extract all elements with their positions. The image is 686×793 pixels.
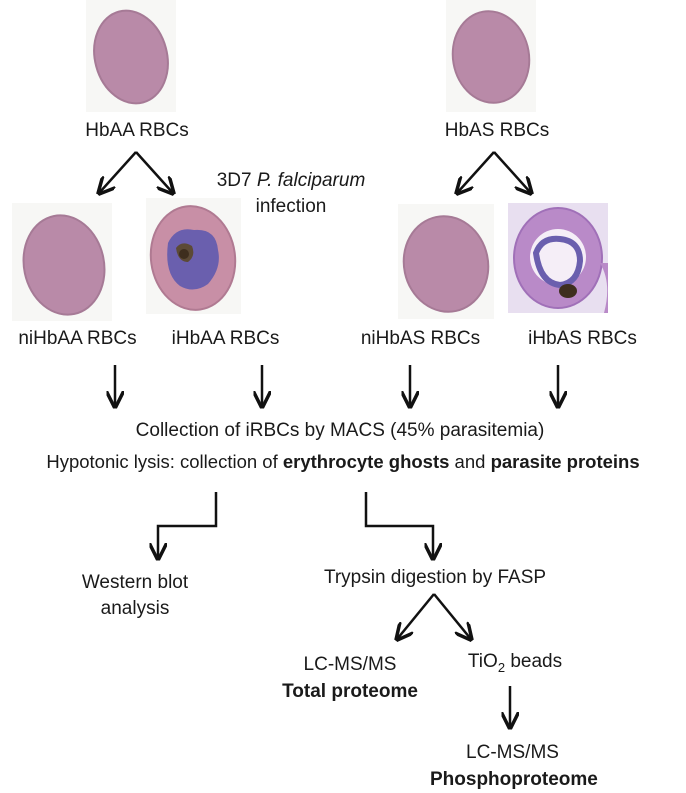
total-proteome-text: Total proteome: [282, 681, 418, 702]
infection-line2: infection: [255, 196, 327, 217]
ihbas-rbcs-label: iHbAS RBCs: [528, 328, 637, 349]
collection-line2: Hypotonic lysis: collection of erythrocy…: [0, 451, 686, 473]
phosphoproteome-text: Phosphoproteome: [430, 769, 598, 790]
phospho-lcms: LC-MS/MS: [466, 742, 559, 763]
arrow-trypsin-to-tio2: [433, 593, 470, 638]
collection-line1: Collection of iRBCs by MACS (45% parasit…: [135, 420, 545, 441]
ihbaa-rbc-image: [146, 198, 241, 314]
total-lcms: LC-MS/MS: [303, 654, 397, 675]
tio2-sub: 2: [497, 659, 506, 675]
western-line1: Western blot: [81, 572, 189, 593]
tio2-beads-label: TiO2 beads: [455, 651, 575, 679]
infection-prefix: 3D7: [216, 170, 257, 191]
ihbaa-rbcs-label: iHbAA RBCs: [171, 328, 280, 349]
arrow-hbas-to-ni: [458, 151, 495, 192]
nihbas-rbc-image: [398, 204, 494, 319]
arrow-hbaa-to-i: [135, 151, 172, 192]
hbas-rbcs-label: HbAS RBCs: [444, 120, 550, 141]
nihbaa-rbc-image: [12, 203, 112, 321]
erythrocyte-ghosts-text: erythrocyte ghosts: [282, 451, 450, 472]
nihbaa-rbcs-label: niHbAA RBCs: [18, 328, 137, 349]
arrow-to-western: [158, 492, 218, 557]
arrow-to-trypsin: [364, 492, 433, 557]
infection-species: P. falciparum: [256, 170, 366, 191]
tio2-prefix: TiO: [467, 651, 498, 672]
hbaa-rbcs-label: HbAA RBCs: [85, 120, 189, 141]
ihbas-rbc-image: [508, 203, 608, 313]
collection-line2-mid: and: [449, 451, 491, 472]
infection-label: 3D7 P. falciparum infection: [205, 168, 377, 220]
western-line2: analysis: [100, 598, 170, 619]
arrow-hbaa-to-ni: [100, 151, 137, 192]
arrow-trypsin-to-total: [398, 593, 435, 638]
parasite-proteins-text: parasite proteins: [490, 451, 640, 472]
western-blot-label: Western blot analysis: [55, 570, 215, 622]
total-proteome-label: LC-MS/MS Total proteome: [270, 651, 430, 705]
arrow-hbas-to-i: [493, 151, 530, 192]
nihbas-rbcs-label: niHbAS RBCs: [360, 328, 481, 349]
phosphoproteome-label: LC-MS/MS Phosphoproteome: [430, 739, 598, 793]
collection-line2-prefix: Hypotonic lysis: collection of: [46, 451, 283, 472]
trypsin-label: Trypsin digestion by FASP: [323, 567, 547, 588]
tio2-suffix: beads: [505, 651, 563, 672]
hbaa-rbc-image: [86, 0, 176, 112]
hbas-rbc-image: [446, 0, 536, 112]
